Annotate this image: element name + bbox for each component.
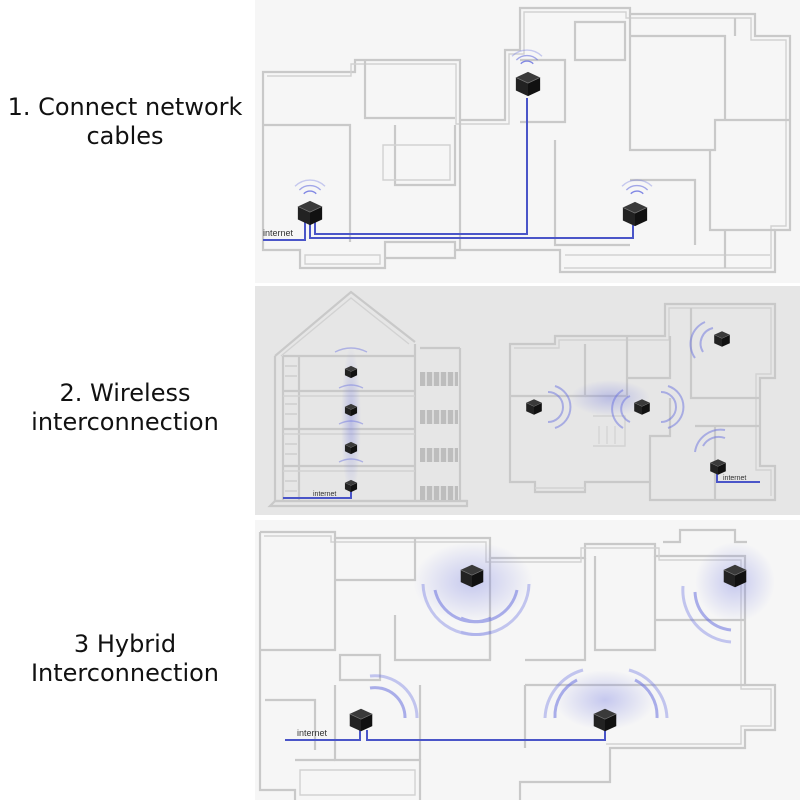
floorplan-panel-hybrid: internet: [255, 520, 800, 800]
mesh-router-icon: [713, 330, 731, 348]
step-3-label-line1: 3 Hybrid: [73, 630, 177, 658]
step-2-label-line1: 2. Wireless: [59, 379, 191, 407]
mesh-router-icon: [709, 458, 727, 476]
mesh-router-icon: [515, 71, 541, 97]
mesh-router-icon: [525, 398, 543, 416]
step-3-label: 3 Hybrid Interconnection: [0, 630, 250, 688]
wifi-signal-icon: [621, 179, 653, 195]
step-2-label-line2: interconnection: [31, 408, 219, 436]
step-1-label-line2: cables: [86, 122, 164, 150]
floorplan-hybrid-drawing: internet: [258, 528, 777, 800]
internet-label-2b: internet: [723, 475, 746, 482]
wifi-signal-icon: [511, 49, 543, 65]
internet-label-1: internet: [263, 228, 294, 238]
building-section: internet: [267, 290, 469, 508]
step-3-label-line2: Interconnection: [30, 659, 220, 687]
floorplan-panel-wired: internet: [255, 0, 800, 283]
internet-label-2a: internet: [313, 491, 336, 498]
floorplan-small: internet: [508, 302, 777, 502]
internet-label-3: internet: [297, 728, 328, 738]
mesh-router-icon: [349, 708, 373, 732]
mesh-router-icon: [297, 200, 323, 226]
wireless-panel: internet: [255, 286, 800, 515]
step-2-label: 2. Wireless interconnection: [0, 379, 250, 437]
floorplan-wired-drawing: internet: [261, 6, 792, 274]
mesh-router-icon: [622, 201, 648, 227]
step-1-label: 1. Connect network cables: [0, 93, 250, 151]
wifi-signal-icon: [294, 179, 326, 195]
step-1-label-line1: 1. Connect network: [7, 93, 243, 121]
wireless-drawing: internet: [267, 290, 777, 508]
